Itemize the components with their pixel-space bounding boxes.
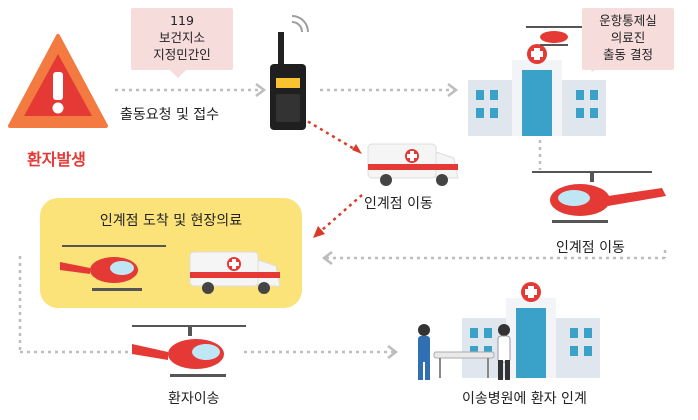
handover-label: 이송병원에 환자 인계 xyxy=(462,391,587,407)
helicopter-icon xyxy=(532,171,666,223)
hospital-icon xyxy=(462,282,600,378)
arrowhead-ambulance xyxy=(352,144,362,154)
onsite-care-label: 인계점 도착 및 현장의료 xyxy=(99,213,243,229)
arrowhead-hospital xyxy=(447,83,459,97)
arrowhead-radio xyxy=(255,83,267,97)
ambulance-icon xyxy=(367,143,459,186)
dispatch-request-label: 출동요청 및 접수 xyxy=(120,107,220,123)
arrowhead-box-grey xyxy=(321,251,333,265)
helicopter-icon xyxy=(60,245,166,291)
hospital-icon xyxy=(468,44,606,136)
control-center-note: 운항통제실 의료진 출동 결정 xyxy=(582,8,674,70)
agencies-note: 119 보건지소 지정민간인 xyxy=(131,8,233,70)
transport-label: 환자이송 xyxy=(168,391,220,407)
arrowhead-box xyxy=(313,226,325,238)
ambulance-move-label: 인계점 이동 xyxy=(364,196,433,212)
heli-move-label: 인계점 이동 xyxy=(556,240,625,256)
ambulance-icon xyxy=(189,251,281,294)
helicopter-icon xyxy=(526,26,582,46)
radio-icon xyxy=(270,15,309,130)
stretcher-team-icon xyxy=(418,324,511,380)
warning-icon xyxy=(8,34,108,128)
connector-ambulance-to-box xyxy=(321,194,363,231)
patient-event-label: 환자발생 xyxy=(27,150,86,169)
helicopter-icon xyxy=(132,325,246,377)
